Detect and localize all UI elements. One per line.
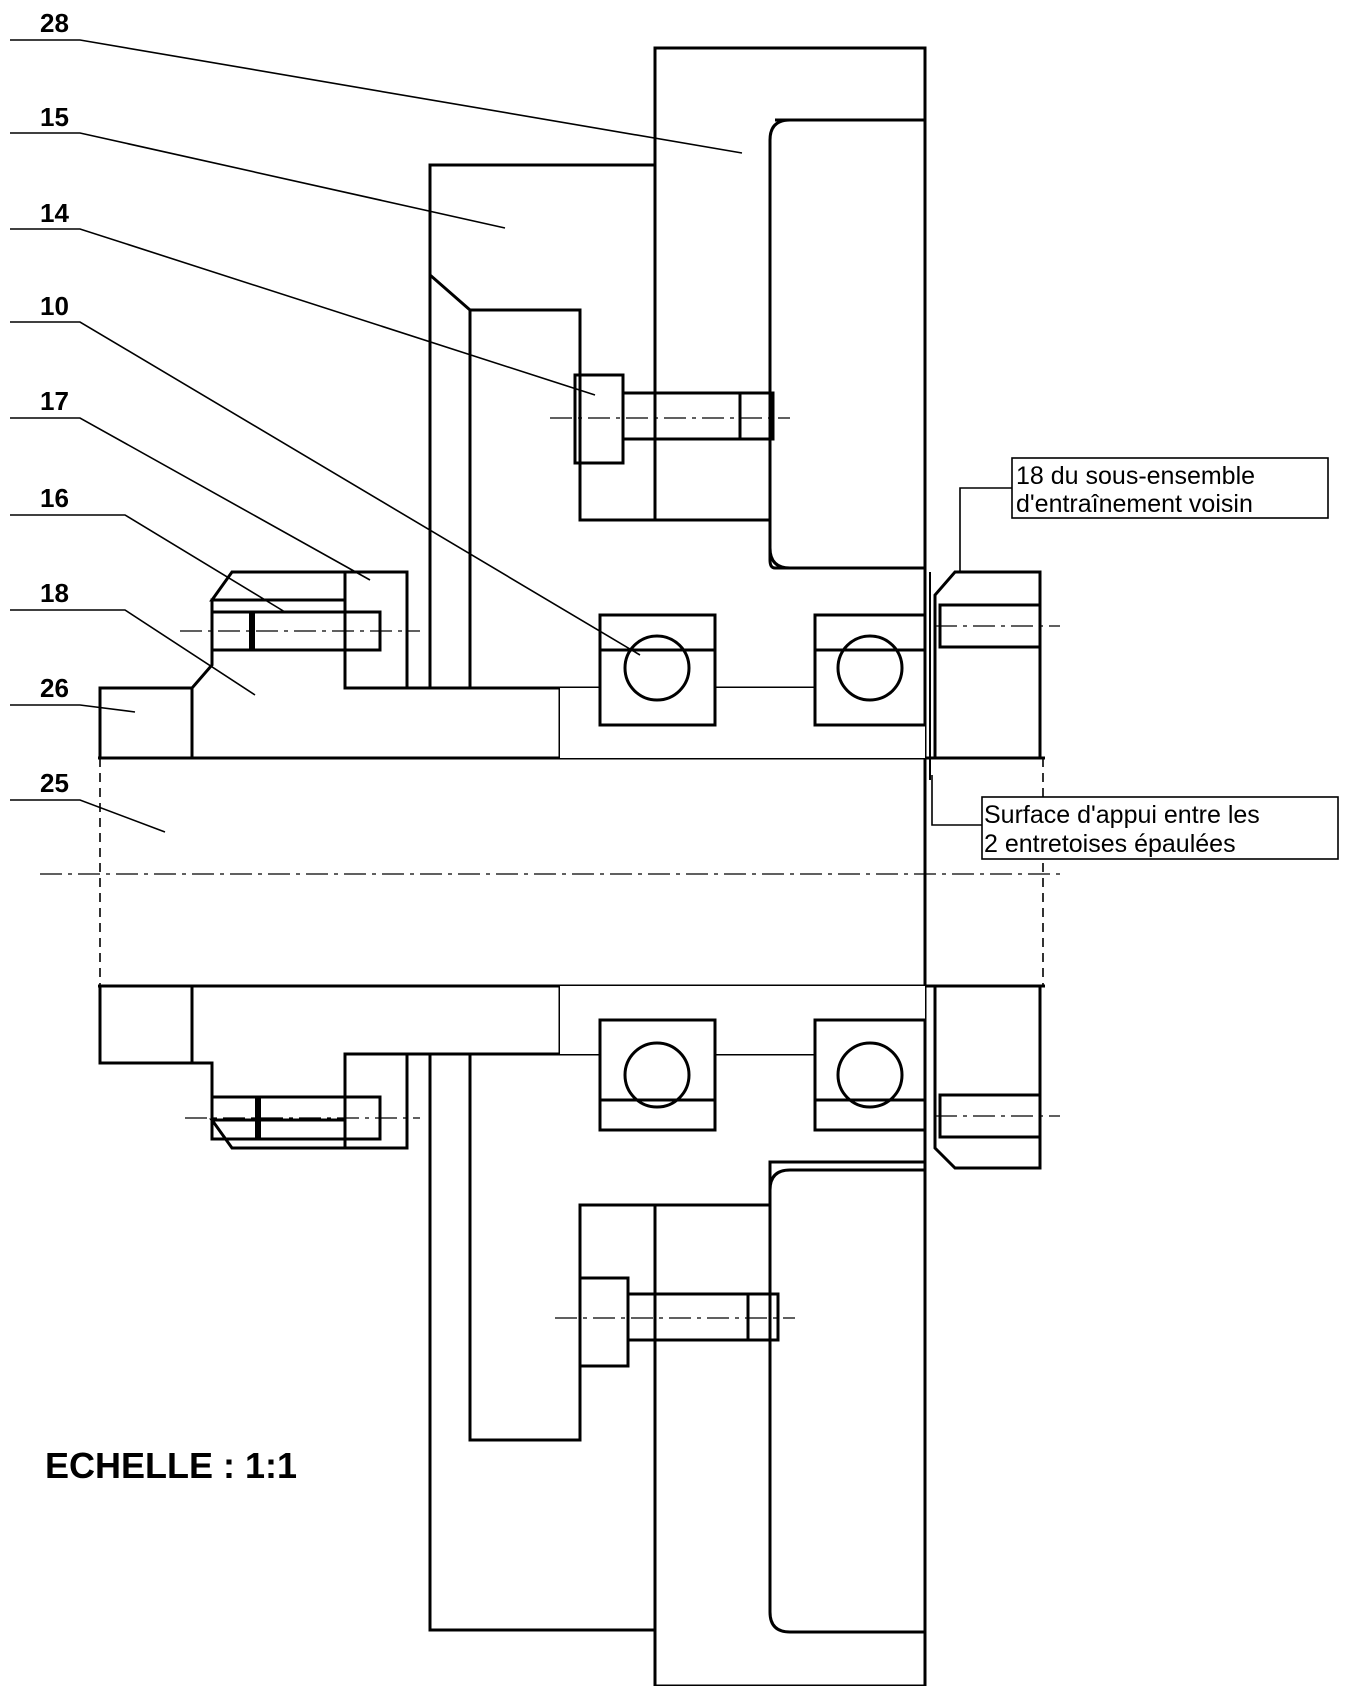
surface-note-line2: 2 entretoises épaulées (984, 830, 1236, 858)
lock-ring-17 (209, 570, 409, 1150)
body-28 (653, 46, 927, 1686)
neighbor-spacer-18 (929, 570, 1060, 1170)
callout-labels: 28 15 14 10 17 16 18 26 25 (40, 8, 69, 798)
callout-10: 10 (40, 291, 69, 321)
callout-16: 16 (40, 483, 69, 513)
leader-lines (10, 39, 1015, 833)
surface-note-line1: Surface d'appui entre les (984, 801, 1260, 829)
screw-16 (180, 610, 420, 1141)
neighbor-note-line1: 18 du sous-ensemble (1016, 462, 1255, 490)
flange-15 (428, 163, 657, 1632)
hub-18 (190, 598, 562, 1122)
bearing-10 (598, 613, 927, 1132)
callout-15: 15 (40, 102, 69, 132)
bearing-housing (558, 648, 927, 1102)
surface-note: Surface d'appui entre les 2 entretoises … (981, 796, 1339, 860)
spacer-26 (98, 686, 194, 1065)
screw-14 (550, 373, 795, 1368)
callout-25: 25 (40, 768, 69, 798)
callout-26: 26 (40, 673, 69, 703)
callout-18: 18 (40, 578, 69, 608)
scale-label: ECHELLE : 1:1 (45, 1445, 297, 1486)
callout-17: 17 (40, 386, 69, 416)
callout-14: 14 (40, 198, 69, 228)
neighbor-note: 18 du sous-ensemble d'entraînement voisi… (1011, 457, 1329, 519)
callout-28: 28 (40, 8, 69, 38)
shaft-25 (98, 756, 1045, 988)
neighbor-note-line2: d'entraînement voisin (1016, 490, 1253, 518)
